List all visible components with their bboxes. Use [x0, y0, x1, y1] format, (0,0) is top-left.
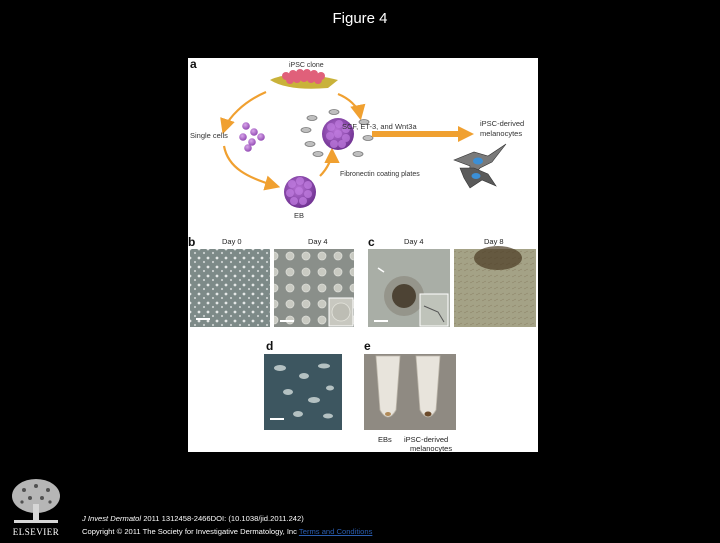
- melanocyte-cells-illustration: [454, 144, 506, 188]
- ipsc-clone-illustration: [270, 69, 338, 89]
- panel-label-b: b: [188, 235, 195, 249]
- arrow-clone-to-attached: [338, 94, 360, 116]
- panel-label-a: a: [190, 58, 197, 71]
- photo-c-day8: [454, 246, 536, 327]
- factor-arrow-head: [458, 126, 474, 142]
- panel-label-c: c: [368, 235, 375, 249]
- elsevier-logo: ELSEVIER: [6, 476, 66, 538]
- eb-label: EB: [294, 211, 304, 220]
- terms-and-conditions-link[interactable]: Terms and Conditions: [299, 527, 372, 536]
- attached-eb-illustration: [301, 110, 373, 157]
- panel-b-day0-label: Day 0: [222, 237, 242, 246]
- derived-label-line2: melanocytes: [480, 129, 522, 138]
- factors-label: SCF, ET-3, and Wnt3a: [342, 122, 417, 131]
- panel-c-day4-label: Day 4: [404, 237, 424, 246]
- ipsc-clone-label: iPSC clone: [289, 62, 324, 69]
- photo-b-day0: [190, 249, 270, 327]
- panel-label-d: d: [266, 339, 273, 353]
- copyright-text: Copyright © 2011 The Society for Investi…: [82, 527, 299, 536]
- journal-name: J Invest Dermatol: [82, 514, 141, 523]
- arrow-single-to-eb: [224, 146, 276, 186]
- photo-e: [364, 354, 456, 430]
- panel-label-e: e: [364, 339, 371, 353]
- single-cells-illustration: [239, 122, 265, 152]
- citation-line: J Invest Dermatol 2011 1312458-2466DOI: …: [82, 512, 372, 525]
- photo-c-day4: [368, 249, 450, 327]
- panel-e-derived-label-line2: melanocytes: [410, 444, 452, 452]
- elsevier-wordmark: ELSEVIER: [13, 527, 60, 537]
- coating-label: Fibronectin coating plates: [340, 171, 420, 178]
- citation-block: J Invest Dermatol 2011 1312458-2466DOI: …: [82, 512, 372, 538]
- eb-illustration: [284, 176, 316, 208]
- factor-arrow-bar: [372, 131, 458, 137]
- photo-d: [264, 354, 342, 430]
- panel-e-ebs-label: EBs: [378, 435, 392, 444]
- panel-e-derived-label-line1: iPSC-derived: [404, 435, 448, 444]
- panel-c-day8-label: Day 8: [484, 237, 504, 246]
- photo-b-day4: [274, 249, 354, 327]
- slide-title: Figure 4: [0, 10, 720, 27]
- derived-label-line1: iPSC-derived: [480, 119, 524, 128]
- copyright-line: Copyright © 2011 The Society for Investi…: [82, 525, 372, 538]
- panel-b-day4-label: Day 4: [308, 237, 328, 246]
- single-cells-label: Single cells: [190, 131, 228, 140]
- citation-reference: 2011 1312458-2466DOI: (10.1038/jid.2011.…: [141, 514, 304, 523]
- figure-4: a iPSC clone Single cells: [188, 58, 538, 452]
- figure-illustration: a iPSC clone Single cells: [188, 58, 538, 452]
